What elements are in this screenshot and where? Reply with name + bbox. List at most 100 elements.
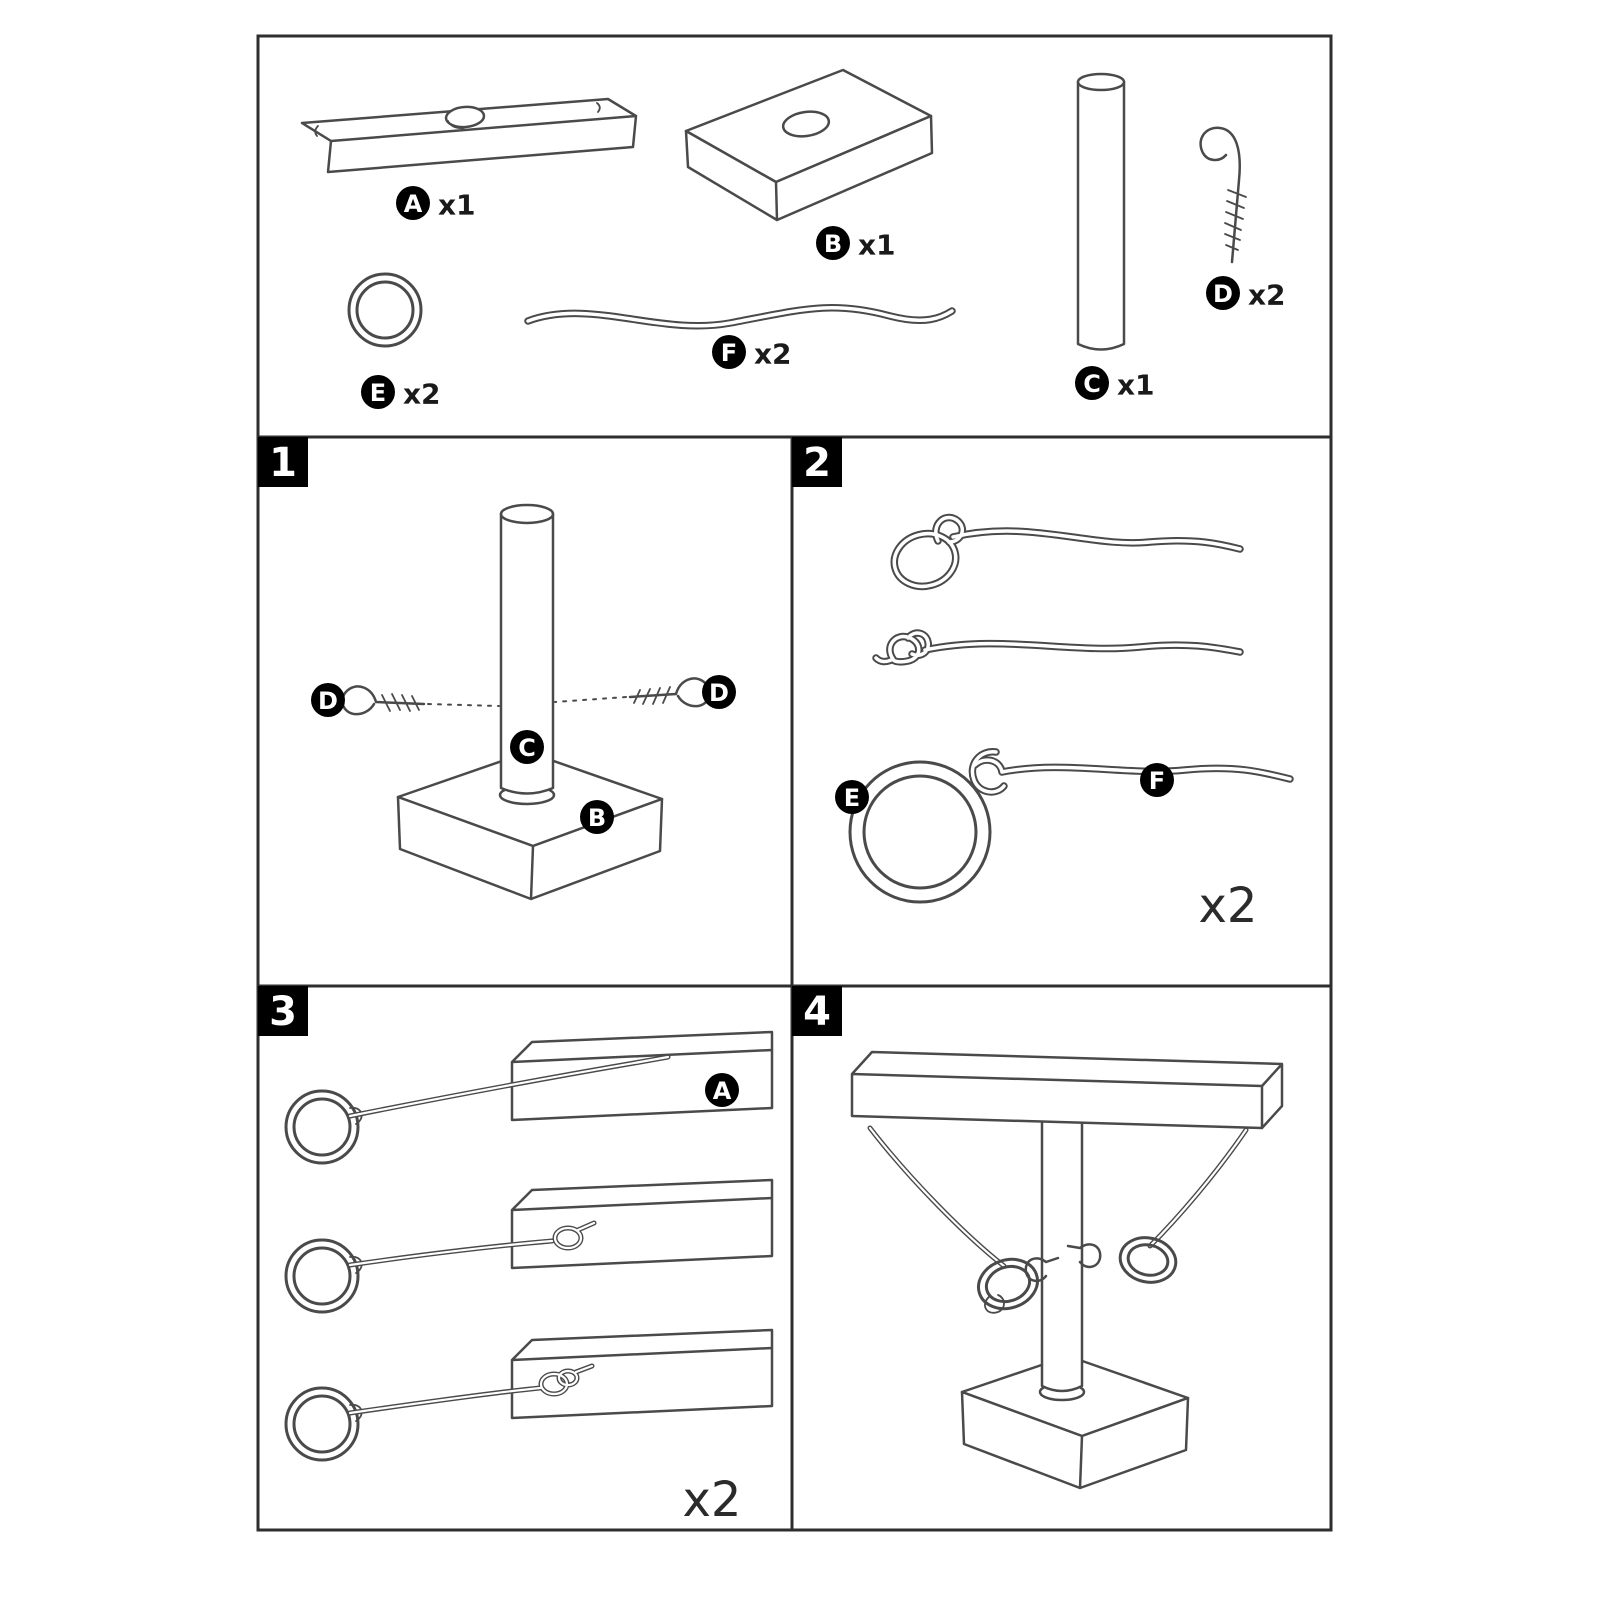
badge-circle	[580, 800, 614, 834]
loop-core	[892, 531, 958, 589]
badge-letter: E	[844, 784, 860, 812]
part-f-label-badge: F x2	[712, 335, 792, 371]
part-a-qty: x1	[438, 189, 476, 222]
step-2-number-box	[792, 437, 842, 487]
part-c-qty: x1	[1117, 369, 1155, 402]
badge-letter: D	[709, 679, 729, 707]
ring-1-inner	[292, 1097, 352, 1157]
step-3-panel: 3 A x2	[258, 986, 774, 1528]
crossbar-section-3	[510, 1328, 774, 1420]
pole-body	[499, 512, 555, 795]
frame	[256, 34, 1333, 1532]
step-3-number-box	[258, 986, 308, 1036]
part-f-letter: F	[721, 339, 737, 367]
step-2-knot-through-loop-drawing	[890, 513, 1244, 591]
part-c-badge-circle	[1075, 366, 1109, 400]
part-e-letter: E	[370, 379, 386, 407]
crossbar-body	[300, 97, 638, 174]
part-f-qty: x2	[754, 338, 792, 371]
step-3-label-bar: A	[705, 1073, 739, 1107]
step-2-tightened-knot-drawing	[872, 629, 1244, 666]
step-4-number: 4	[803, 989, 831, 1035]
step-3-number: 3	[269, 989, 297, 1035]
hanging-strings-core	[868, 1126, 1248, 1268]
step-1-number-box	[258, 437, 308, 487]
part-e-badge-circle	[361, 375, 395, 409]
step-3-knot-secured-drawing	[284, 1328, 774, 1462]
string-1-core	[348, 1055, 670, 1118]
step-2-cord-tied-to-ring-drawing	[848, 748, 1294, 904]
hung-ring-right-inner	[1126, 1243, 1170, 1277]
step-4-final-assembly-drawing	[850, 1050, 1284, 1490]
base-side-faces	[960, 1390, 1190, 1490]
part-b-qty: x1	[858, 229, 896, 262]
cord-knot-core	[934, 515, 1242, 551]
part-d-hook-drawing	[1199, 126, 1247, 264]
badge-circle	[1140, 763, 1174, 797]
step-3-pull-through-drawing	[284, 1178, 774, 1314]
base-side-faces	[396, 795, 664, 901]
ring-1-outer	[284, 1089, 360, 1165]
pole-top	[499, 503, 555, 525]
step-3-thread-cord-drawing	[284, 1030, 774, 1165]
hook-left-threads	[381, 693, 420, 712]
step-4-number-box	[792, 986, 842, 1036]
hook-right-threads	[633, 686, 671, 705]
parts-panel: A x1 B x1 C x1 D	[300, 68, 1286, 411]
ring-3-inner	[292, 1394, 352, 1454]
step-1-number: 1	[269, 440, 297, 486]
part-d-qty: x2	[1248, 279, 1286, 312]
step-2-number: 2	[803, 440, 831, 486]
part-d-label-badge: D x2	[1206, 276, 1286, 312]
tie-knot-core	[970, 750, 1292, 794]
badge-letter: B	[588, 804, 606, 832]
part-d-badge-circle	[1206, 276, 1240, 310]
part-e-label-badge: E x2	[361, 375, 441, 411]
part-a-letter: A	[404, 190, 423, 218]
badge-letter: F	[1149, 767, 1165, 795]
crossbar-on-top	[850, 1050, 1284, 1130]
hook-right	[628, 677, 711, 708]
ring-2-outer	[284, 1238, 360, 1314]
part-c-label-badge: C x1	[1075, 366, 1155, 402]
step-4-panel: 4	[792, 986, 1284, 1490]
string-tie-clip	[984, 1294, 1005, 1314]
knot-core	[874, 631, 1242, 664]
step-1-panel: 1 D D C B	[258, 437, 736, 901]
base-hole	[781, 110, 831, 138]
part-a-crossbar-drawing	[300, 97, 638, 174]
hook-threads	[1224, 189, 1247, 251]
part-f-cord-drawing	[524, 304, 956, 330]
crossbar-section-2	[510, 1178, 774, 1270]
crossbar-hole	[444, 105, 486, 129]
part-b-badge-circle	[816, 226, 850, 260]
part-a-badge-circle	[396, 186, 430, 220]
badge-letter: C	[518, 734, 536, 762]
ring-outer	[347, 272, 423, 348]
hung-ring-right-outer	[1118, 1236, 1178, 1284]
panel-dividers	[258, 435, 1331, 1530]
string-2-core	[348, 1221, 596, 1267]
part-e-ring-drawing	[347, 272, 423, 348]
part-f-badge-circle	[712, 335, 746, 369]
part-a-label-badge: A x1	[396, 186, 476, 222]
cord-core	[526, 306, 954, 328]
screw-in-guides	[427, 696, 627, 707]
hook-left	[341, 685, 426, 716]
crossbar-details	[314, 102, 601, 137]
step-2-label-cord: F	[1140, 763, 1174, 797]
step-2-label-ring: E	[835, 780, 869, 814]
step-1-label-pole: C	[510, 730, 544, 764]
step-1-label-hook-left: D	[311, 683, 345, 717]
part-c-letter: C	[1083, 370, 1101, 398]
ring-inner	[355, 280, 415, 340]
part-b-label-badge: B x1	[816, 226, 896, 262]
ring-2-inner	[292, 1246, 352, 1306]
hook-shape	[1199, 126, 1241, 264]
badge-circle	[510, 730, 544, 764]
base-side-faces	[684, 114, 934, 222]
step-3-repeat-count: x2	[683, 1472, 742, 1528]
string-3-core	[348, 1364, 594, 1415]
